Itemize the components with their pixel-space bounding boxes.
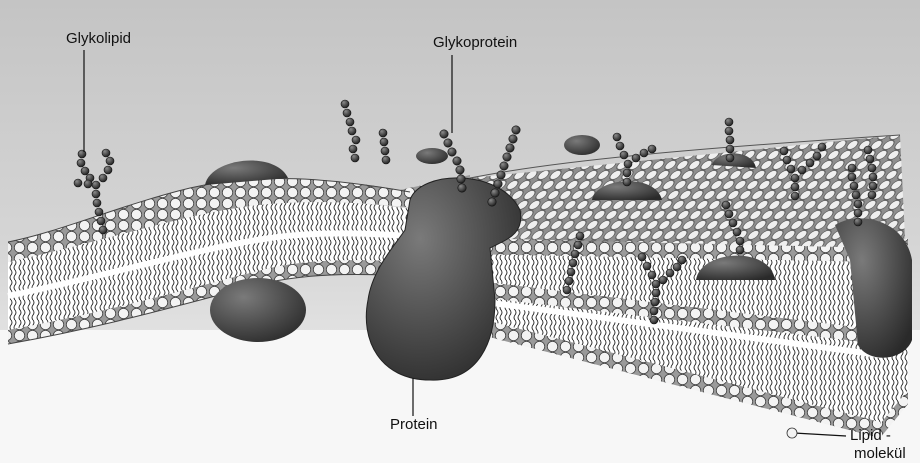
lipid-molecule-label: Lipid - molekül: [850, 427, 906, 463]
lipid-molecule-head: [787, 428, 797, 438]
lipid-label-line1: Lipid -: [850, 427, 906, 445]
lipid-label-line2: molekül: [854, 445, 906, 463]
glykoprotein-label: Glykoprotein: [433, 34, 517, 52]
glykolipid-label: Glykolipid: [66, 30, 131, 48]
protein-label: Protein: [390, 416, 438, 434]
